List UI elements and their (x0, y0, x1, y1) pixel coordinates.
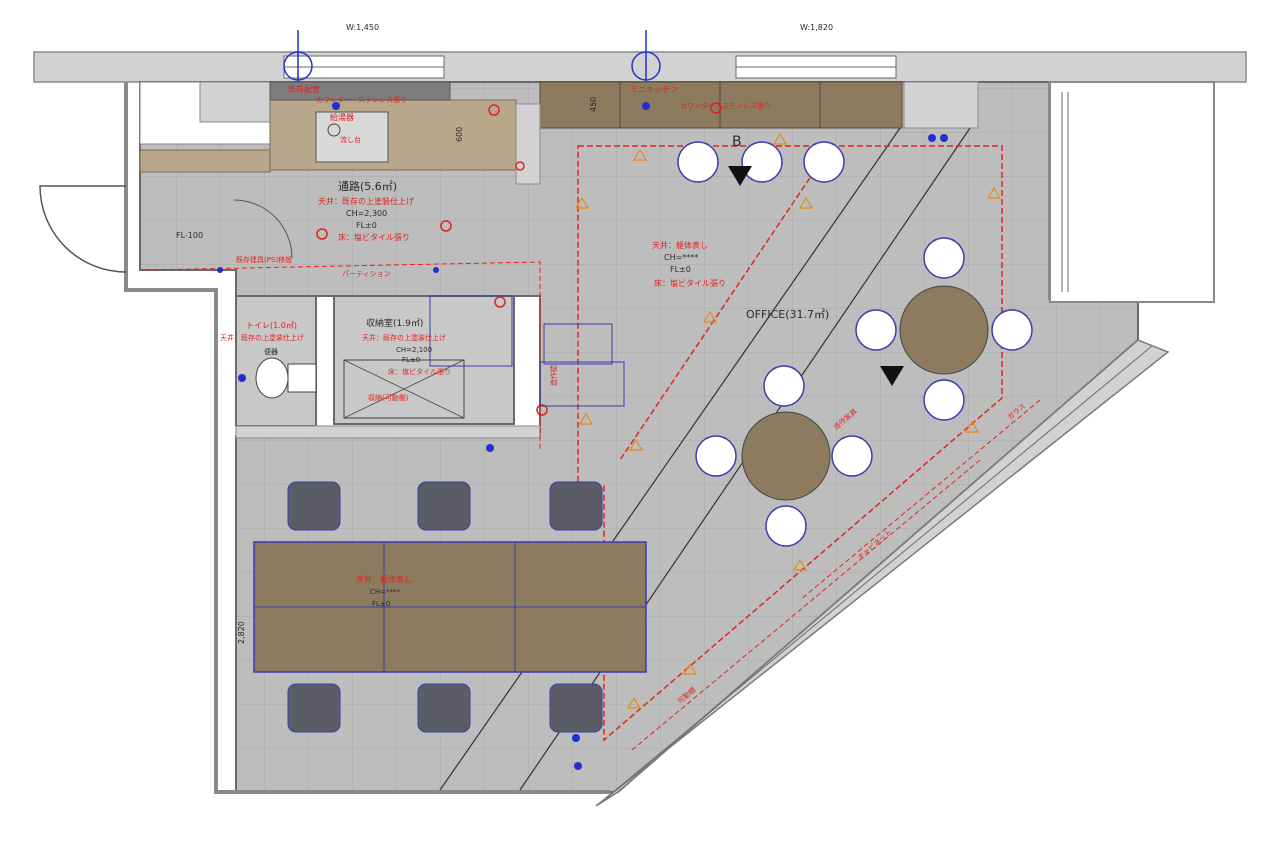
room-corridor-fl: FL±0 (356, 221, 377, 230)
round-table (899, 285, 989, 375)
chair (417, 481, 471, 531)
room-office-ceiling: 天井：躯体表し (652, 240, 708, 250)
room-corridor-floor: 床：塩ビタイル張り (338, 232, 410, 242)
room-corridor-ceiling: 天井：既存の上塗装仕上げ (318, 196, 414, 206)
round-table (741, 411, 831, 501)
toilet-bowl (255, 357, 289, 399)
label-shelf: カウンター・ステンレス張り (680, 101, 771, 110)
stool (677, 141, 719, 183)
counter-wall (139, 149, 271, 173)
chair (417, 683, 471, 733)
label-existing-storage: 既存建具(PS)移設 (236, 255, 292, 264)
stool (803, 141, 845, 183)
stool (831, 435, 873, 477)
dim-top-left: W:1,450 (346, 23, 379, 32)
diagonal-window-wall (595, 339, 1170, 807)
chair (549, 481, 603, 531)
stool (741, 141, 783, 183)
dim-top-right: W:1,820 (800, 23, 833, 32)
stool (695, 435, 737, 477)
column (903, 81, 979, 129)
room-storage-floor: 床：塩ビタイル張り (388, 367, 451, 376)
room-storage-ceiling: 天井：既存の上塗装仕上げ (362, 333, 446, 342)
room-storage-fl: FL±0 (402, 356, 420, 364)
label-sink: 流し台 (340, 135, 361, 144)
desk-area-ch: CH=**** (370, 588, 401, 596)
label-partition: パーティション (342, 270, 391, 278)
chair (287, 683, 341, 733)
stool (855, 309, 897, 351)
stool (763, 365, 805, 407)
room-storage-ch: CH=2,100 (396, 346, 432, 354)
stool (991, 309, 1033, 351)
chair (287, 481, 341, 531)
counter-kitchen (269, 99, 517, 171)
label-wall-note: 造作壁 (549, 365, 558, 386)
dim-450: 450 (589, 97, 598, 112)
stool (923, 237, 965, 279)
label-existing-pipe: 既存配管 (288, 84, 320, 94)
room-office-fl: FL±0 (670, 265, 691, 274)
section-marker (728, 166, 752, 186)
room-office-name: OFFICE(31.7㎡) (746, 308, 829, 321)
marker-b-label: B (732, 134, 742, 150)
sink (315, 111, 389, 163)
dim-fl100: FL-100 (176, 231, 203, 240)
desk-area-ceiling: 天井：躯体表し (356, 574, 412, 584)
room-toilet-name: トイレ(1.0㎡) (246, 321, 297, 330)
label-storage-fit: 収納(可動棚) (368, 393, 409, 402)
dim-side: 2,820 (237, 621, 246, 644)
label-utility: 給湯器 (330, 112, 354, 122)
room-storage-name: 収納室(1.9㎡) (366, 317, 423, 329)
entry-door (39, 185, 127, 273)
stool (923, 379, 965, 421)
section-marker (880, 366, 904, 386)
chair (549, 683, 603, 733)
desk-area-fl: FL±0 (372, 600, 390, 608)
exterior-wall-top (33, 51, 1247, 83)
counter-top-dark (269, 81, 451, 101)
room-corridor-name: 通路(5.6㎡) (338, 180, 397, 193)
room-office-ch: CH=**** (664, 253, 698, 262)
room-office-floor: 床：塩ビタイル張り (654, 278, 726, 288)
label-kitchen: ミニキッチン (630, 85, 678, 94)
stool (765, 505, 807, 547)
room-corridor-ch: CH=2,300 (346, 209, 387, 218)
label-counter-top: カウンター・ステンレス張り (316, 95, 407, 104)
dim-600: 600 (455, 127, 464, 142)
label-toilet-unit: 便器 (264, 347, 278, 356)
room-toilet-ceiling: 天井：既存の上塗装仕上げ (220, 333, 304, 342)
right-balcony (1049, 81, 1215, 303)
